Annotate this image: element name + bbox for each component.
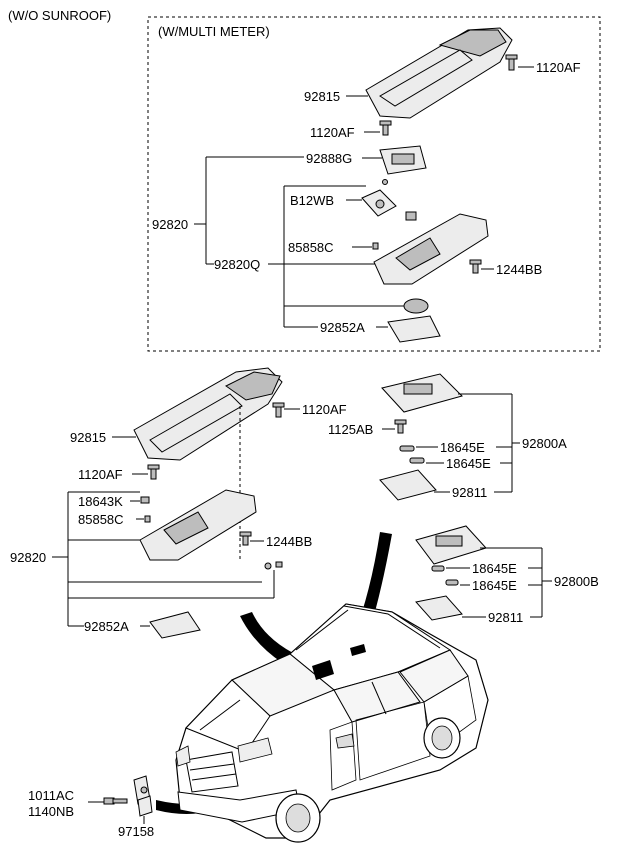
label-92811-b: 92811 (488, 610, 523, 625)
label-92800b: 92800B (554, 574, 599, 589)
label-85858c-multi: 85858C (288, 240, 334, 255)
heading-wo-sunroof: (W/O SUNROOF) (8, 8, 111, 23)
room-lamp-b-housing (415, 525, 487, 565)
multi-meter-grommet (403, 298, 429, 314)
room-lamp-b-bulb-2 (445, 579, 459, 586)
vehicle-illustration (175, 603, 489, 843)
label-92820-multi: 92820 (152, 217, 188, 232)
multi-meter-screw (469, 259, 482, 274)
sensor-bracket (133, 775, 153, 817)
label-1120af-mid: 1120AF (310, 125, 355, 140)
label-18643k: 18643K (78, 494, 123, 509)
label-85858c-std: 85858C (78, 512, 124, 527)
label-1011ac: 1011AC (28, 788, 74, 803)
room-lamp-b-bulb-1 (431, 565, 445, 572)
heading-multi-meter: (W/MULTI METER) (158, 24, 270, 39)
standard-bulb (140, 496, 150, 504)
label-1140nb: 1140NB (28, 804, 74, 819)
label-92815-multi: 92815 (304, 89, 340, 104)
label-92888g: 92888G (306, 151, 352, 166)
label-b12wb: B12WB (290, 193, 334, 208)
label-1244bb-std: 1244BB (266, 534, 312, 549)
room-lamp-a-screw (394, 419, 407, 434)
multi-meter-group-frame (147, 16, 601, 352)
label-18645e-a1: 18645E (440, 440, 485, 455)
label-92815-std: 92815 (70, 430, 106, 445)
room-lamp-a-bulb-1 (399, 445, 415, 452)
room-lamp-a-lens (379, 469, 437, 501)
standard-lamp-housing (139, 489, 257, 561)
label-1120af-std-top: 1120AF (302, 402, 347, 417)
label-92800a: 92800A (522, 436, 567, 451)
multi-meter-bolt-top (505, 54, 518, 71)
standard-console-cover (133, 367, 283, 461)
sensor-bolt (103, 797, 128, 805)
label-1125ab: 1125AB (328, 422, 373, 437)
multi-meter-bolt-mid (379, 120, 392, 136)
standard-switch (144, 515, 151, 523)
label-92811-a: 92811 (452, 485, 487, 500)
multi-meter-unit (379, 145, 427, 175)
label-92820-std: 92820 (10, 550, 46, 565)
label-18645e-a2: 18645E (446, 456, 491, 471)
label-92852a-std: 92852A (84, 619, 129, 634)
multi-meter-lamp-housing (373, 211, 489, 285)
room-lamp-a-housing (381, 373, 463, 413)
standard-pad (149, 611, 201, 639)
label-92852a-multi: 92852A (320, 320, 365, 335)
standard-clip-b (275, 561, 283, 568)
label-97158: 97158 (118, 824, 154, 839)
multi-meter-console-cover (365, 27, 513, 119)
label-1120af-std-mid: 1120AF (78, 467, 123, 482)
label-92820q: 92820Q (214, 257, 260, 272)
multi-meter-bulb (361, 189, 397, 217)
label-18645e-b2: 18645E (472, 578, 517, 593)
label-1120af-top: 1120AF (536, 60, 581, 75)
room-lamp-a-bulb-2 (409, 457, 425, 464)
standard-clip (264, 562, 272, 570)
standard-bolt-mid (147, 464, 160, 480)
standard-screw (239, 531, 252, 546)
label-1244bb-multi: 1244BB (496, 262, 542, 277)
multi-meter-switch (372, 242, 379, 250)
standard-bolt-top (272, 402, 285, 418)
multi-meter-clip (382, 179, 388, 185)
room-lamp-b-lens (415, 595, 463, 621)
label-18645e-b1: 18645E (472, 561, 517, 576)
multi-meter-pad (387, 315, 441, 343)
